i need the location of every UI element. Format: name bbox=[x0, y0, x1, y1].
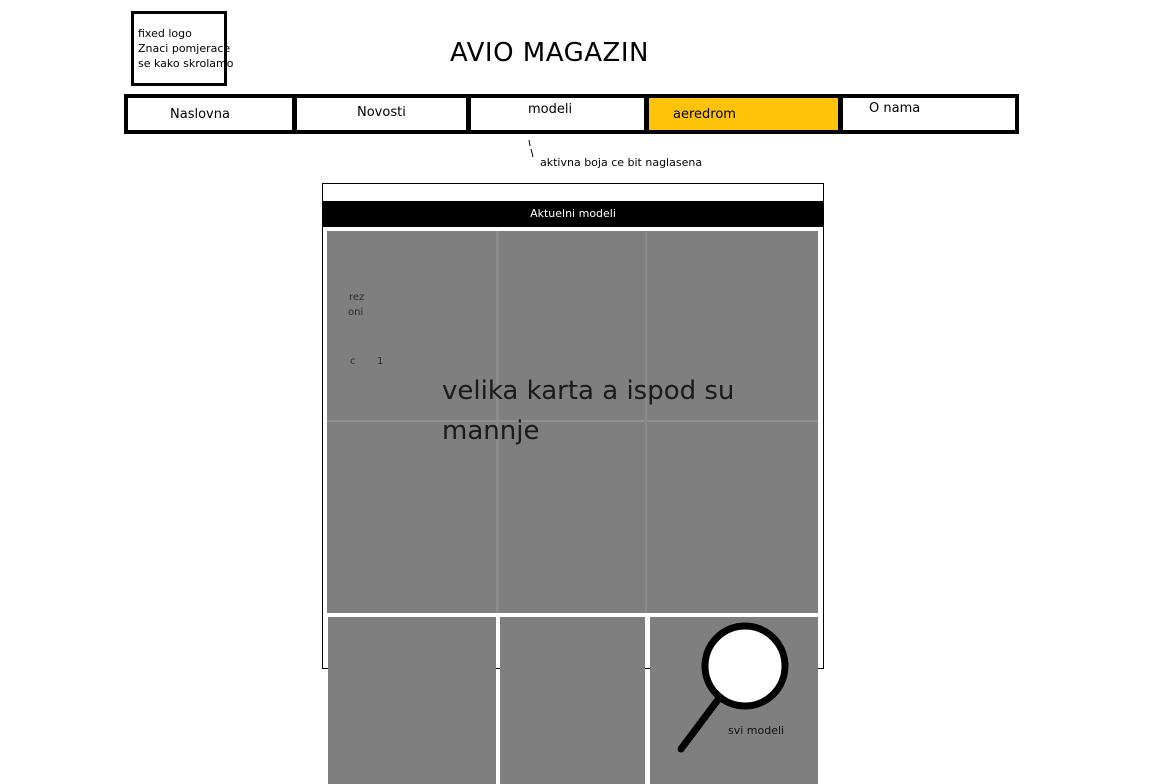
nav-item-label: modeli bbox=[528, 102, 573, 117]
nav-item-naslovna[interactable]: Naslovna bbox=[128, 98, 292, 130]
text-fragment: 1 bbox=[377, 356, 384, 367]
model-card[interactable] bbox=[328, 617, 496, 784]
nav-item-novosti[interactable]: Novosti bbox=[292, 98, 466, 130]
text-fragment: oni bbox=[348, 307, 364, 318]
annotation-pointer bbox=[528, 140, 534, 158]
featured-card-note: velika karta a ispod su mannje bbox=[442, 376, 735, 446]
logo-line-2: Znaci pomjerace bbox=[138, 42, 231, 55]
featured-model-card[interactable] bbox=[327, 231, 818, 613]
model-card[interactable] bbox=[500, 617, 645, 784]
nav-item-label: O nama bbox=[869, 101, 921, 116]
text-fragment: rez bbox=[349, 292, 365, 303]
magnifier-icon bbox=[677, 622, 789, 753]
logo-line-3: se kako skrolamo bbox=[138, 57, 234, 70]
logo-line-1: fixed logo bbox=[138, 27, 192, 40]
section-title: Aktuelni modeli bbox=[322, 201, 824, 227]
nav-item-label: aeredrom bbox=[673, 107, 736, 122]
site-title: AVIO MAGAZIN bbox=[450, 38, 649, 68]
card-divider bbox=[645, 231, 647, 613]
nav-item-label: Novosti bbox=[357, 105, 406, 120]
text-fragment: c bbox=[350, 356, 356, 367]
main-nav: Naslovna Novosti modeli aeredrom O nama bbox=[124, 94, 1019, 134]
nav-item-modeli[interactable]: modeli bbox=[466, 98, 644, 130]
card-divider bbox=[496, 231, 499, 613]
card-divider bbox=[327, 420, 818, 422]
nav-item-o-nama[interactable]: O nama bbox=[838, 98, 1015, 130]
active-color-note: aktivna boja ce bit naglasena bbox=[540, 156, 703, 169]
all-models-link[interactable]: svi modeli bbox=[728, 724, 785, 737]
nav-item-label: Naslovna bbox=[170, 107, 230, 122]
nav-item-aeredrom[interactable]: aeredrom bbox=[644, 98, 838, 130]
fixed-logo[interactable]: fixed logo Znaci pomjerace se kako skrol… bbox=[131, 11, 234, 86]
